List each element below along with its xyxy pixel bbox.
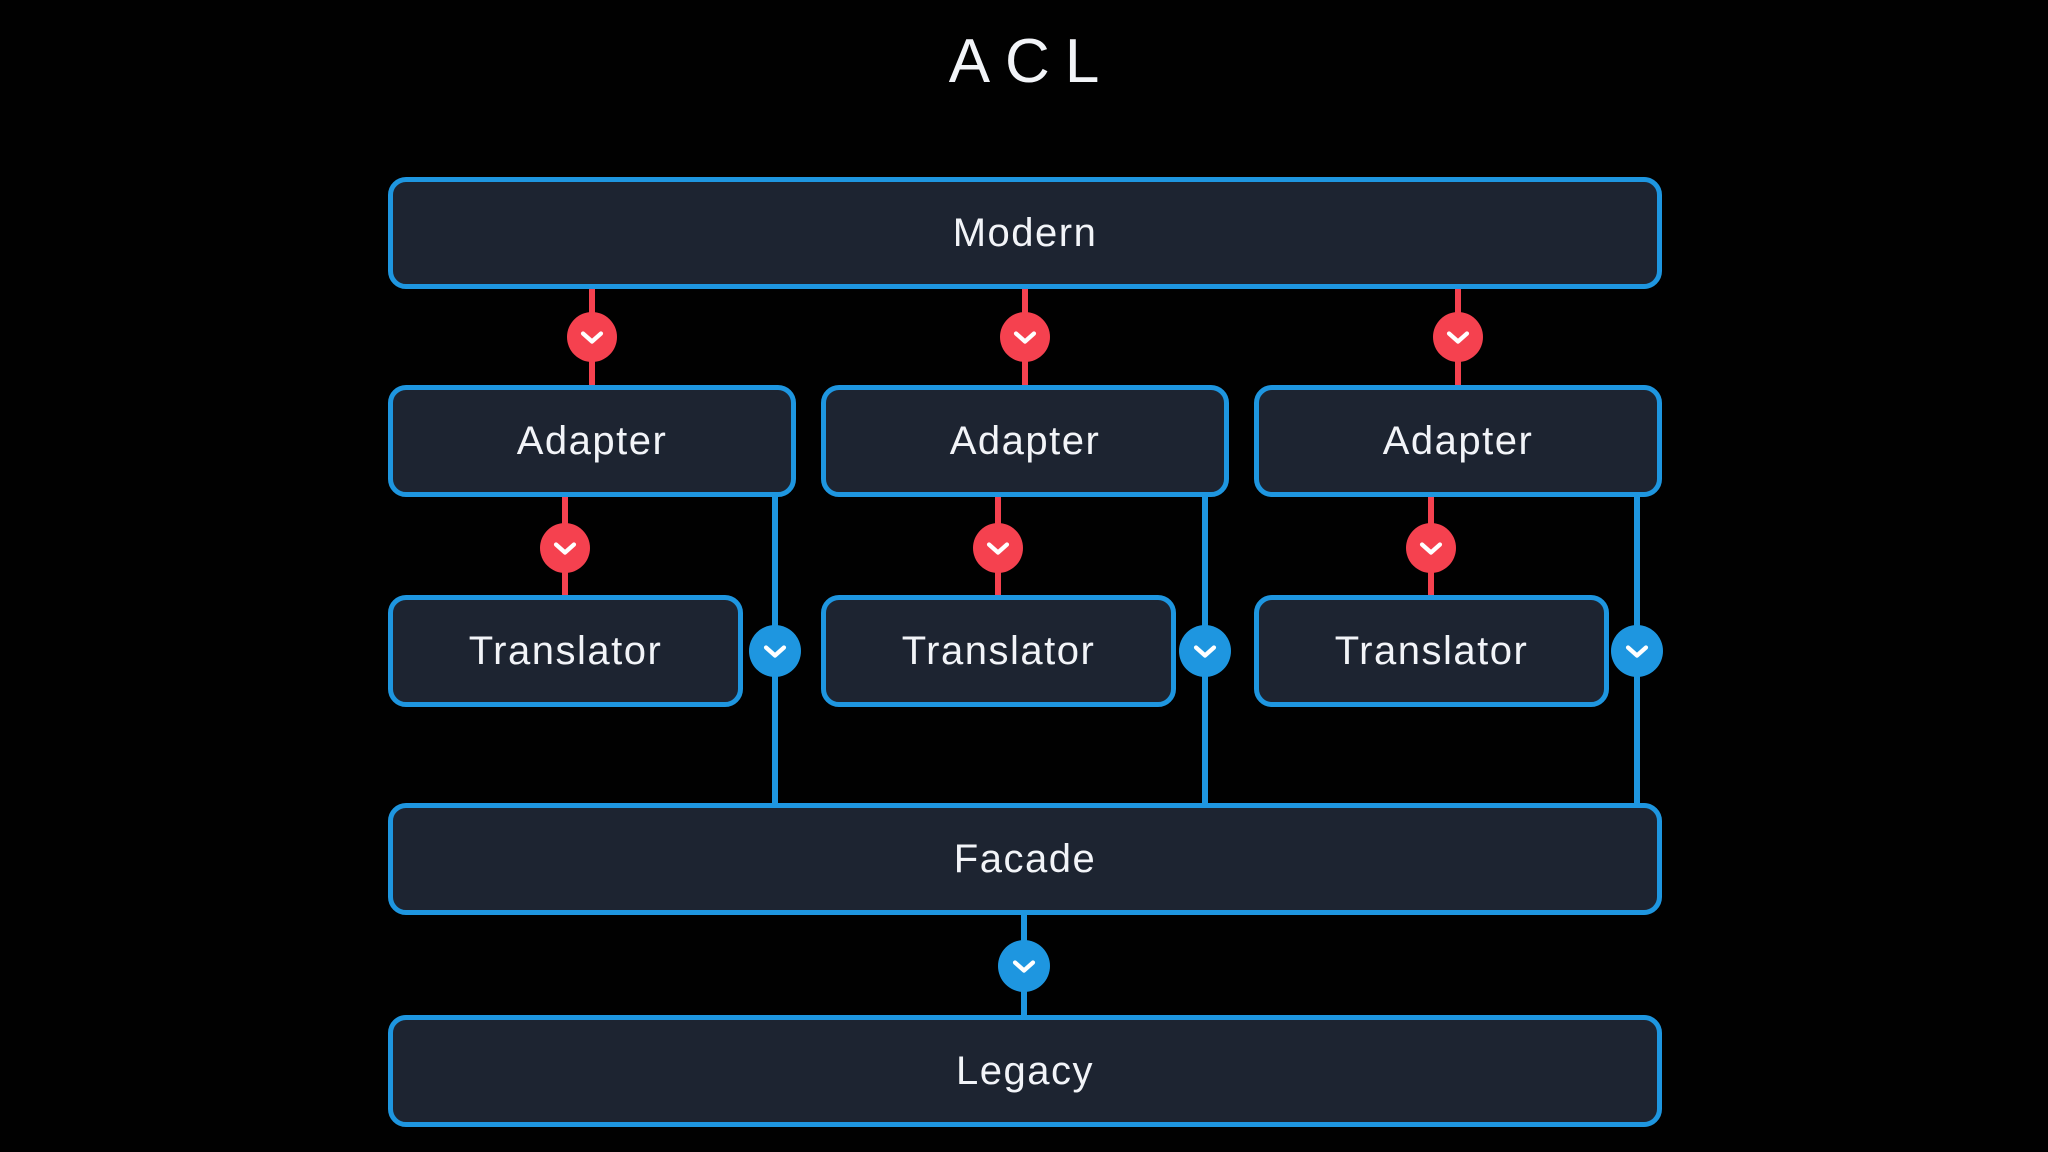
chevron-down-icon — [1446, 330, 1470, 344]
node-translator-1-label: Translator — [468, 628, 663, 673]
node-legacy: Legacy — [388, 1015, 1662, 1127]
chevron-down-icon — [580, 330, 604, 344]
connector-adapter-translator-3 — [1406, 523, 1456, 573]
connector-modern-adapter-1 — [567, 312, 617, 362]
chevron-down-icon — [553, 541, 577, 555]
node-legacy-label: Legacy — [956, 1048, 1094, 1093]
diagram-title: ACL — [948, 27, 1115, 96]
chevron-down-icon — [986, 541, 1010, 555]
chevron-down-icon — [1012, 959, 1036, 973]
node-translator-1: Translator — [388, 595, 743, 707]
node-translator-3-label: Translator — [1334, 628, 1529, 673]
node-adapter-3: Adapter — [1254, 385, 1662, 497]
connector-modern-adapter-3 — [1433, 312, 1483, 362]
node-facade: Facade — [388, 803, 1662, 915]
connector-adapter-translator-1 — [540, 523, 590, 573]
connector-adapter-translator-2 — [973, 523, 1023, 573]
node-adapter-1: Adapter — [388, 385, 796, 497]
node-adapter-2: Adapter — [821, 385, 1229, 497]
connector-adapter-facade-3 — [1611, 625, 1663, 677]
node-translator-2: Translator — [821, 595, 1176, 707]
connector-adapter-facade-2 — [1179, 625, 1231, 677]
connector-facade-legacy — [998, 940, 1050, 992]
chevron-down-icon — [1419, 541, 1443, 555]
connector-adapter-facade-1 — [749, 625, 801, 677]
chevron-down-icon — [1013, 330, 1037, 344]
node-translator-2-label: Translator — [901, 628, 1096, 673]
chevron-down-icon — [763, 644, 787, 658]
node-facade-label: Facade — [953, 836, 1097, 881]
connector-modern-adapter-2 — [1000, 312, 1050, 362]
node-modern-label: Modern — [952, 210, 1098, 255]
node-adapter-3-label: Adapter — [1382, 418, 1534, 463]
chevron-down-icon — [1625, 644, 1649, 658]
node-translator-3: Translator — [1254, 595, 1609, 707]
node-modern: Modern — [388, 177, 1662, 289]
node-adapter-1-label: Adapter — [516, 418, 668, 463]
chevron-down-icon — [1193, 644, 1217, 658]
node-adapter-2-label: Adapter — [949, 418, 1101, 463]
